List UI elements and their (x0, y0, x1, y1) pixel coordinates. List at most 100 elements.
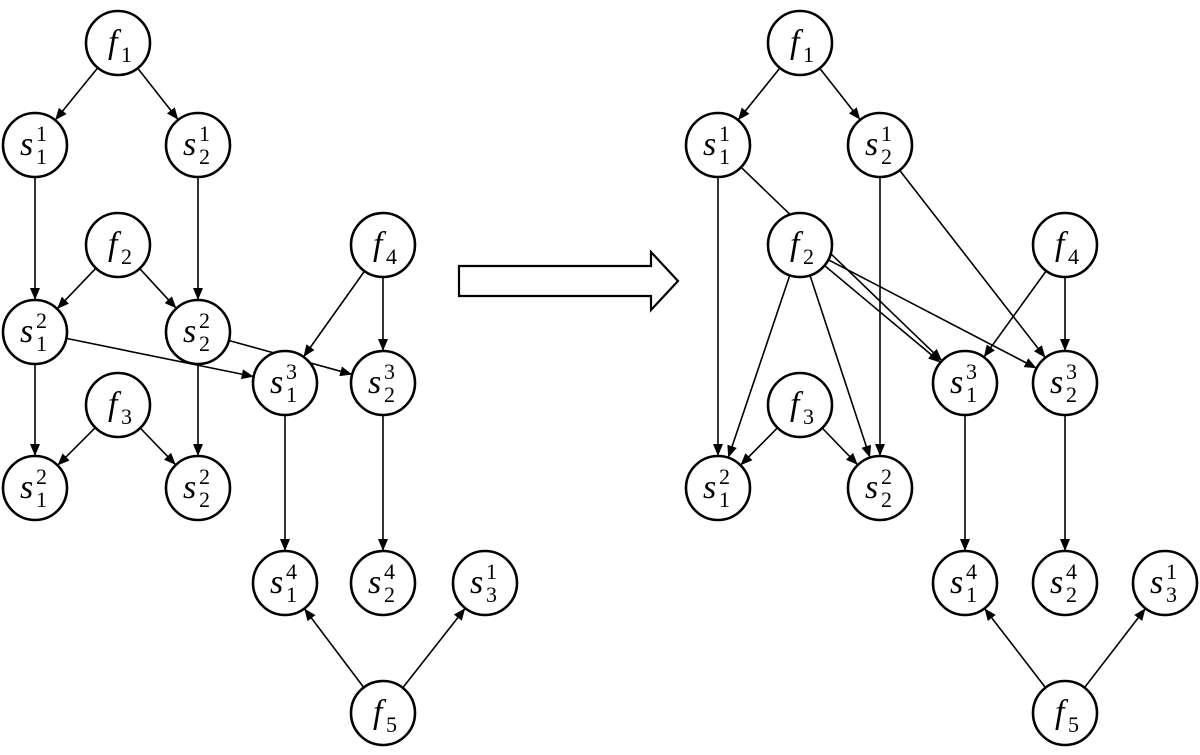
node-superscript: 3 (286, 359, 297, 384)
edge-L_f4-to-L_s13 (303, 270, 366, 357)
edge-L_f5-to-L_s31 (402, 608, 466, 689)
node-subscript: 1 (966, 582, 977, 607)
node-subscript: 2 (1066, 582, 1077, 607)
edge-L_f2-to-L_s22 (139, 268, 177, 309)
edge-L_f3-to-L_s22b (139, 427, 176, 465)
edge-L_f1-to-L_s21 (137, 67, 179, 120)
node-subscript: 4 (386, 244, 397, 269)
node-subscript: 2 (1066, 382, 1077, 407)
edge-R_f2-to-R_s22 (809, 275, 872, 458)
node-circle (251, 549, 319, 617)
node-circle (684, 454, 752, 522)
node-superscript: 4 (286, 559, 297, 584)
node-circle (164, 454, 232, 522)
node-circle (1, 454, 69, 522)
node-label: s (1050, 564, 1063, 601)
node-label: s (950, 564, 963, 601)
node-label: s (368, 564, 381, 601)
node-circle (1031, 211, 1099, 279)
node-label: s (183, 469, 196, 506)
edge-R_s21-to-R_s23 (898, 169, 1046, 358)
node-label: s (270, 364, 283, 401)
edge-L_f5-to-L_s14 (304, 608, 365, 688)
node-subscript: 1 (121, 42, 132, 67)
node-superscript: 2 (719, 464, 730, 489)
node-subscript: 5 (1068, 712, 1079, 737)
edge-L_f1-to-L_s11 (55, 67, 99, 121)
node-circle (1, 298, 69, 366)
node-circle (684, 111, 752, 179)
node-circle (84, 9, 152, 77)
node-circle (84, 211, 152, 279)
node-circle (1031, 349, 1099, 417)
node-subscript: 5 (386, 712, 397, 737)
node-circle (349, 349, 417, 417)
node-subscript: 3 (486, 582, 497, 607)
node-superscript: 3 (384, 359, 395, 384)
node-subscript: 3 (803, 404, 814, 429)
node-subscript: 2 (881, 144, 892, 169)
node-label: s (865, 469, 878, 506)
node-subscript: 4 (1068, 244, 1079, 269)
edge-R_f1-to-R_s11 (738, 67, 781, 121)
edge-L_s12-to-L_s13 (66, 337, 254, 380)
edge-R_f2-to-R_s23 (828, 259, 1037, 369)
edge-R_f5-to-R_s14 (984, 608, 1047, 689)
edge-L_f3-to-L_s12b (57, 427, 96, 466)
node-subscript: 2 (199, 331, 210, 356)
node-superscript: 2 (881, 464, 892, 489)
node-subscript: 2 (199, 487, 210, 512)
node-circle (766, 9, 834, 77)
node-circle (451, 549, 519, 617)
node-label: s (703, 469, 716, 506)
node-label: s (270, 564, 283, 601)
node-subscript: 1 (286, 382, 297, 407)
node-superscript: 1 (1166, 559, 1177, 584)
node-circle (846, 454, 914, 522)
node-circle (84, 371, 152, 439)
node-circle (1031, 679, 1099, 747)
node-circle (1031, 549, 1099, 617)
node-superscript: 3 (966, 359, 977, 384)
node-superscript: 2 (36, 464, 47, 489)
node-circle (766, 211, 834, 279)
node-subscript: 2 (121, 244, 132, 269)
node-superscript: 4 (966, 559, 977, 584)
node-label: s (183, 126, 196, 163)
node-superscript: 2 (199, 308, 210, 333)
node-label: s (368, 364, 381, 401)
node-label: s (183, 313, 196, 350)
node-label: s (703, 126, 716, 163)
node-subscript: 3 (121, 404, 132, 429)
node-superscript: 2 (36, 308, 47, 333)
node-superscript: 4 (384, 559, 395, 584)
node-superscript: 1 (199, 121, 210, 146)
node-subscript: 3 (1166, 582, 1177, 607)
node-subscript: 2 (199, 144, 210, 169)
node-circle (349, 679, 417, 747)
node-label: s (1150, 564, 1163, 601)
node-circle (766, 371, 834, 439)
node-circle (1131, 549, 1199, 617)
